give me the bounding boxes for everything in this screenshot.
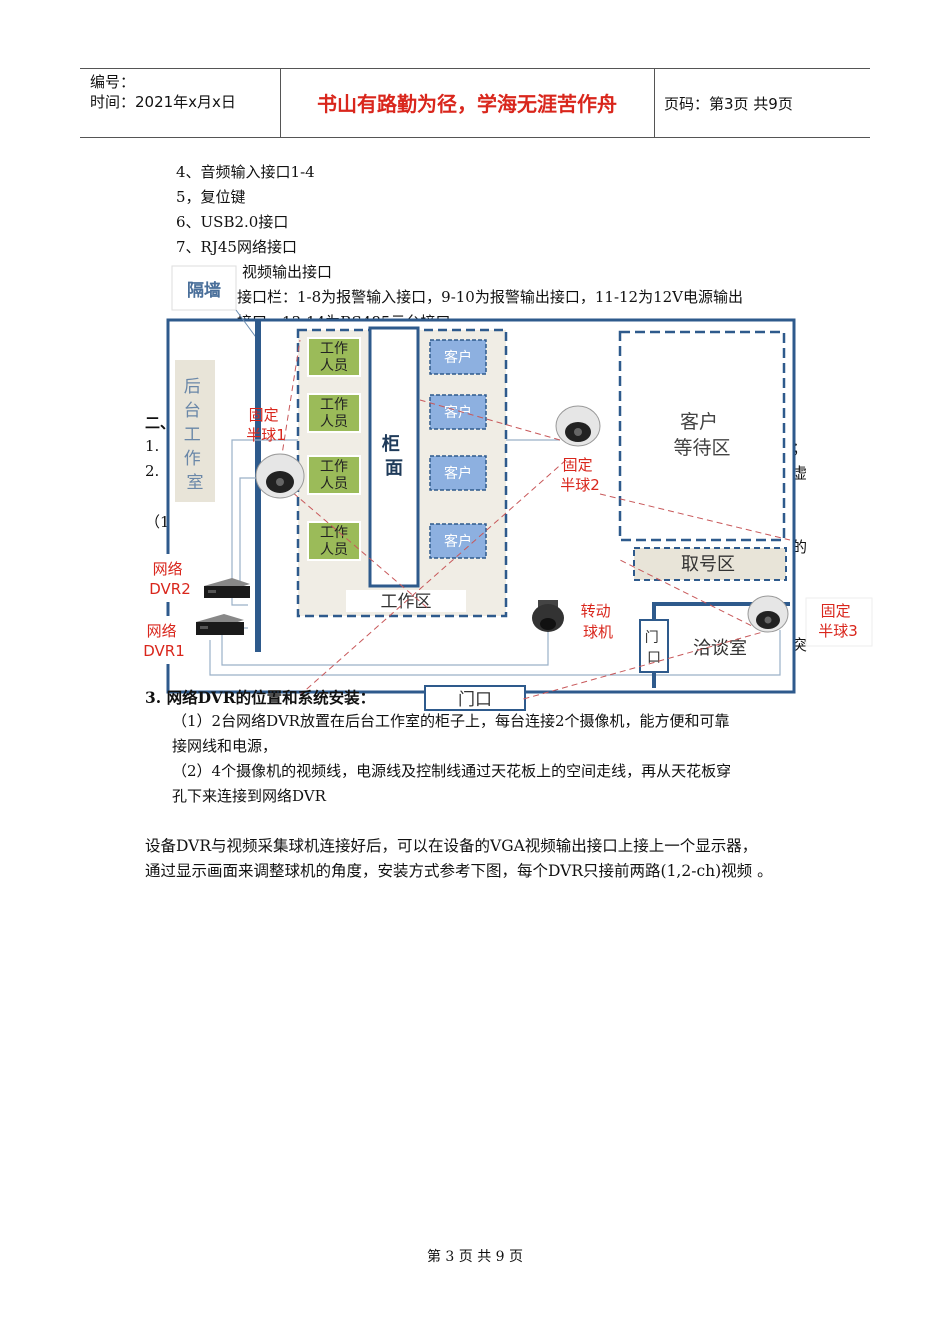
- small-door: [639, 619, 669, 673]
- list-item: 7、RJ45网络接口: [176, 238, 297, 256]
- cable-line: [209, 630, 781, 676]
- dvr1-device-icon: [196, 614, 244, 635]
- partition-wall-label: 隔墙: [187, 280, 221, 301]
- fixed-dome-3-label: 固定 半球3: [818, 602, 858, 640]
- counter: [368, 326, 420, 588]
- list-item: 4、音频输入接口1-4: [176, 163, 315, 181]
- svg-text:客户: 客户: [444, 404, 472, 421]
- waiting-area: [618, 330, 786, 542]
- list-item-partial: 视频输出接口: [242, 263, 333, 281]
- right-fragment: ；: [792, 439, 808, 457]
- back-office-label: 后 台 工 作 室: [184, 377, 206, 493]
- fixed-dome-2-label: 固定 半球2: [560, 456, 600, 494]
- ptz-camera-icon: [532, 600, 564, 632]
- paren-1-fragment: （1: [145, 513, 170, 531]
- dome-camera-2-icon: [555, 405, 601, 447]
- staff-desk: 工作人员: [307, 393, 361, 433]
- section3-line: 孔下来连接到网络DVR: [172, 787, 326, 805]
- item-2-fragment: 2.: [145, 462, 160, 480]
- dvr2-label: 网络 DVR2: [149, 560, 191, 598]
- right-fragment: 的: [792, 538, 808, 556]
- main-door-label: 门口: [458, 690, 492, 710]
- dvr1-label: 网络 DVR1: [143, 622, 185, 660]
- customer-seat: 客户: [429, 455, 487, 491]
- ptz-camera-label: 转动 球机: [581, 602, 616, 641]
- customer-seat: 客户: [429, 339, 487, 375]
- header-page-info: 页码：第3页 共9页: [664, 95, 793, 113]
- header-divider: [280, 69, 281, 137]
- section3-title: 3. 网络DVR的位置和系统安装：: [145, 688, 376, 707]
- meeting-room-label: 洽谈室: [693, 638, 747, 659]
- page-footer: 第 3 页 共 9 页: [426, 1249, 524, 1265]
- right-fragment: 虚: [792, 464, 808, 482]
- svg-text:工作人员: 工作人员: [320, 525, 348, 558]
- dome-camera-1-icon: [255, 453, 305, 499]
- ticket-area-label: 取号区: [681, 554, 735, 575]
- dvr2-label-box: [136, 554, 202, 602]
- fixed-dome-1-label: 固定 半球1: [246, 406, 286, 444]
- section3-line: （2）4个摄像机的视频线，电源线及控制线通过天花板上的空间走线，再从天花板穿: [172, 762, 732, 780]
- customer-seat: 客户: [429, 394, 487, 430]
- dvr2-device-icon: [204, 578, 250, 598]
- number-label: 编号：: [90, 73, 136, 91]
- page-header: 编号： 时间：2021年x月x日 书山有路勤为径，学海无涯苦作舟 页码：第3页 …: [80, 68, 870, 138]
- staff-desk: 工作人员: [307, 337, 361, 377]
- floor-plan-diagram: 隔墙 后 台 工 作 室 柜 面 工作人员 工作人员 工作人员 工作人员 客户: [132, 265, 873, 711]
- ticket-area: [633, 547, 787, 581]
- header-motto: 书山有路勤为径，学海无涯苦作舟: [317, 92, 617, 116]
- customer-seat: 客户: [429, 523, 487, 559]
- item-1-fragment: 1.: [145, 437, 160, 455]
- list-item: 5，复位键: [176, 188, 246, 206]
- back-office: [175, 360, 215, 502]
- svg-text:客户: 客户: [444, 465, 472, 482]
- waiting-area-label: 客户 等待区: [673, 411, 730, 459]
- closing-paragraph-line: 设备DVR与视频采集球机连接好后，可以在设备的VGA视频输出接口上接上一个显示器…: [145, 837, 758, 855]
- closing-paragraph-line: 通过显示画面来调整球机的角度，安装方式参考下图，每个DVR只接前两路(1,2-c…: [145, 862, 773, 880]
- section3-line: 接网线和电源，: [172, 737, 278, 755]
- list-item: 6、USB2.0接口: [176, 213, 289, 231]
- small-door-label: 门 口: [645, 630, 663, 666]
- fixed-dome-3-label-box: [805, 597, 873, 647]
- svg-text:客户: 客户: [444, 349, 472, 366]
- svg-text:工作人员: 工作人员: [320, 459, 348, 492]
- svg-text:工作人员: 工作人员: [320, 397, 348, 430]
- main-door: [424, 685, 526, 711]
- staff-desk: 工作人员: [307, 455, 361, 495]
- right-fragment: 突: [792, 636, 808, 654]
- header-divider: [654, 69, 655, 137]
- list-item-partial: 接口栏：1-8为报警输入接口，9-10为报警输出接口，11-12为12V电源输出: [237, 288, 744, 306]
- svg-text:客户: 客户: [444, 533, 472, 550]
- dome-camera-3-icon: [747, 595, 789, 633]
- svg-text:工作人员: 工作人员: [320, 341, 348, 374]
- staff-desk: 工作人员: [307, 521, 361, 561]
- date-label: 时间：2021年x月x日: [90, 93, 236, 111]
- partition-label-box: [171, 265, 237, 311]
- partition-leader: [235, 309, 259, 341]
- dvr1-label-box: [132, 616, 198, 664]
- section3-line: （1）2台网络DVR放置在后台工作室的柜子上，每台连接2个摄像机，能方便和可靠: [172, 712, 730, 730]
- counter-label: 柜 面: [382, 433, 406, 479]
